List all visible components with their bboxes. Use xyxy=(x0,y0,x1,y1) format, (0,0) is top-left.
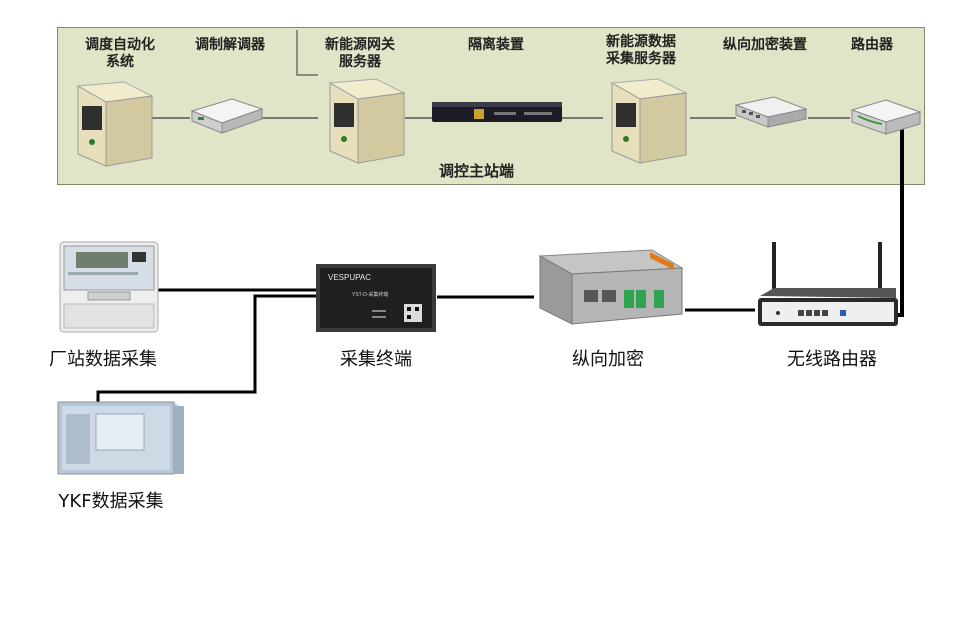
label-isolation-device: 隔离装置 xyxy=(468,37,524,53)
server-icon xyxy=(610,78,688,164)
ykf-cabinet-icon xyxy=(57,401,184,475)
electricity-meter-icon xyxy=(59,241,159,333)
collection-terminal-icon: VESPUPAC YST-D-采集终端 xyxy=(316,264,436,332)
label-gateway-server: 新能源网关 服务器 xyxy=(325,37,395,70)
wireless-router-icon xyxy=(758,242,898,326)
vertical-encryption-device-icon xyxy=(538,249,684,325)
svg-text:YST-D-采集终端: YST-D-采集终端 xyxy=(352,291,388,298)
label-ykf-data-collection: YKF数据采集 xyxy=(58,491,164,512)
label-vertical-encryption: 纵向加密 xyxy=(572,349,644,370)
label-data-collection-server: 新能源数据 采集服务器 xyxy=(606,34,676,67)
label-plant-data-collection: 厂站数据采集 xyxy=(49,349,157,370)
modem-icon xyxy=(190,98,264,134)
label-collection-terminal: 采集终端 xyxy=(340,349,412,370)
label-vertical-encryption-device: 纵向加密装置 xyxy=(723,37,807,53)
panel-caption: 调控主站端 xyxy=(439,162,515,180)
label-dispatch-automation: 调度自动化 系统 xyxy=(85,37,155,70)
label-router: 路由器 xyxy=(851,37,893,53)
encryption-device-icon xyxy=(734,96,808,128)
router-icon xyxy=(850,99,922,135)
isolation-device-icon xyxy=(432,102,562,122)
link-gateway-top xyxy=(296,30,318,76)
server-icon xyxy=(76,81,154,167)
label-modem: 调制解调器 xyxy=(195,37,265,53)
server-icon xyxy=(328,78,406,164)
label-wireless-router: 无线路由器 xyxy=(787,349,877,370)
link-ykf-terminal xyxy=(96,294,318,405)
svg-text:VESPUPAC: VESPUPAC xyxy=(328,273,371,282)
